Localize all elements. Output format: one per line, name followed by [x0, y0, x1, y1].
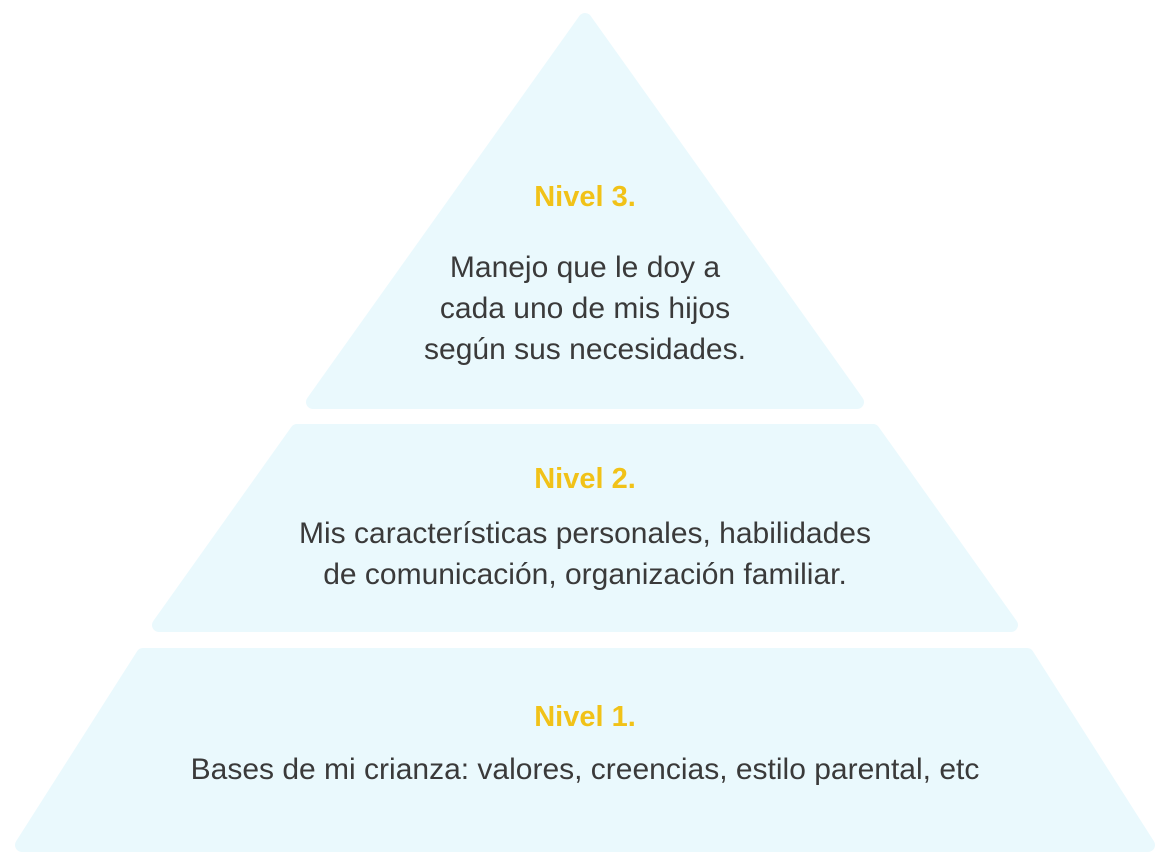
level-3-line: según sus necesidades. [424, 333, 746, 366]
level-2-line: Mis características personales, habilida… [299, 517, 871, 550]
level-3-description: Manejo que le doy a cada uno de mis hijo… [0, 247, 1170, 370]
pyramid-tier-1 [15, 648, 1155, 852]
level-3-block: Nivel 3. Manejo que le doy a cada uno de… [0, 180, 1170, 370]
level-2-line: de comunicación, organización familiar. [323, 558, 847, 591]
level-3-line: cada uno de mis hijos [439, 292, 731, 325]
level-3-title: Nivel 3. [534, 181, 636, 213]
level-2-description: Mis características personales, habilida… [0, 513, 1170, 595]
pyramid-tier-2 [152, 424, 1018, 632]
level-1-block: Nivel 1. Bases de mi crianza: valores, c… [0, 700, 1170, 790]
level-2-block: Nivel 2. Mis características personales,… [0, 462, 1170, 595]
level-1-title: Nivel 1. [534, 701, 636, 733]
level-2-title: Nivel 2. [534, 463, 636, 495]
level-3-line: Manejo que le doy a [449, 251, 721, 284]
level-1-description: Bases de mi crianza: valores, creencias,… [0, 749, 1170, 790]
pyramid-tier-3 [306, 13, 864, 409]
level-1-line: Bases de mi crianza: valores, creencias,… [190, 753, 980, 786]
